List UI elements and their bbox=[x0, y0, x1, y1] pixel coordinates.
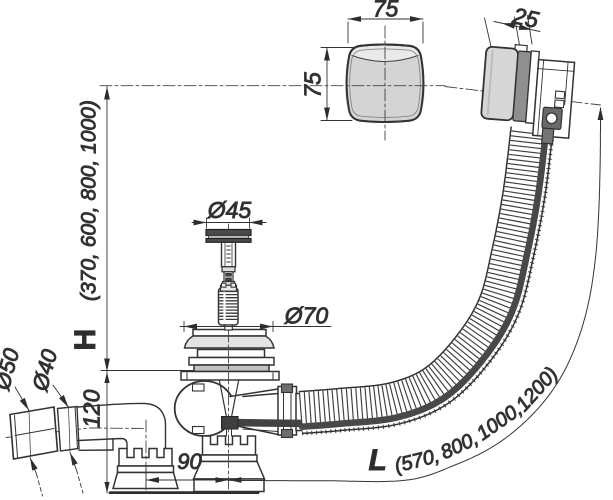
svg-text:(370, 600, 800, 1000): (370, 600, 800, 1000) bbox=[78, 100, 101, 301]
svg-text:L: L bbox=[369, 444, 387, 477]
svg-text:Ø45: Ø45 bbox=[207, 197, 252, 223]
svg-text:Ø70: Ø70 bbox=[284, 303, 329, 329]
svg-text:75: 75 bbox=[373, 0, 399, 22]
svg-text:120: 120 bbox=[79, 389, 105, 428]
svg-text:75: 75 bbox=[300, 72, 326, 98]
svg-text:25: 25 bbox=[509, 2, 541, 33]
svg-text:H: H bbox=[69, 329, 102, 351]
svg-text:90: 90 bbox=[177, 449, 202, 474]
